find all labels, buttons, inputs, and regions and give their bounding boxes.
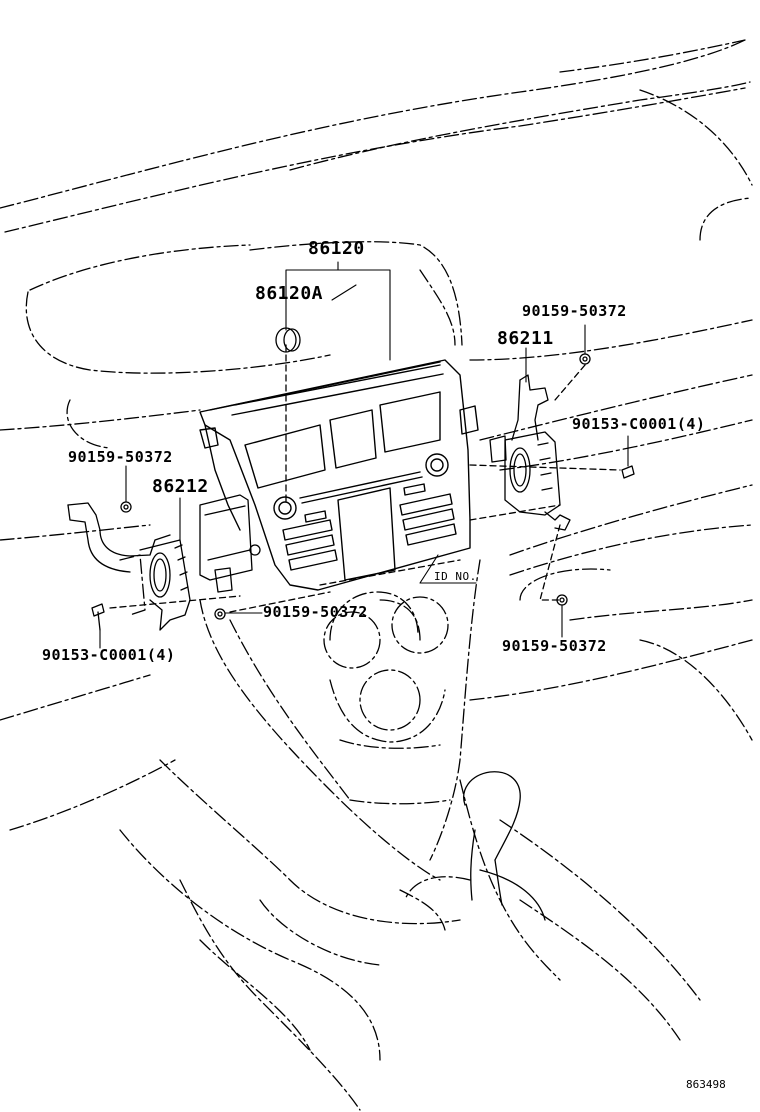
projection-lines <box>109 344 621 613</box>
label-screw-left[interactable]: 90153-C0001(4) <box>42 646 176 664</box>
callout-leaders <box>99 261 629 649</box>
gear-shift <box>404 771 546 921</box>
audio-panel <box>199 359 479 591</box>
label-bolt-left-top[interactable]: 90159-50372 <box>68 448 173 466</box>
label-bolt-bottom-right[interactable]: 90159-50372 <box>502 637 607 655</box>
label-id-no: ID NO. <box>434 570 477 583</box>
label-bolt-top-right[interactable]: 90159-50372 <box>522 302 627 320</box>
label-86211[interactable]: 86211 <box>497 328 554 349</box>
label-86120[interactable]: 86120 <box>308 238 365 259</box>
label-bolt-center[interactable]: 90159-50372 <box>263 603 368 621</box>
figure-number: 863498 <box>686 1078 726 1091</box>
bracket-86211 <box>489 374 571 531</box>
dashboard-outline <box>0 39 753 831</box>
label-86120a[interactable]: 86120A <box>255 283 324 304</box>
fasteners <box>91 353 635 631</box>
center-console <box>119 559 701 1111</box>
label-screw-right[interactable]: 90153-C0001(4) <box>572 415 706 433</box>
bracket-86212 <box>67 494 261 631</box>
part-86120a-cap <box>275 327 301 353</box>
label-86212[interactable]: 86212 <box>152 476 209 497</box>
cup-holders <box>323 596 449 743</box>
